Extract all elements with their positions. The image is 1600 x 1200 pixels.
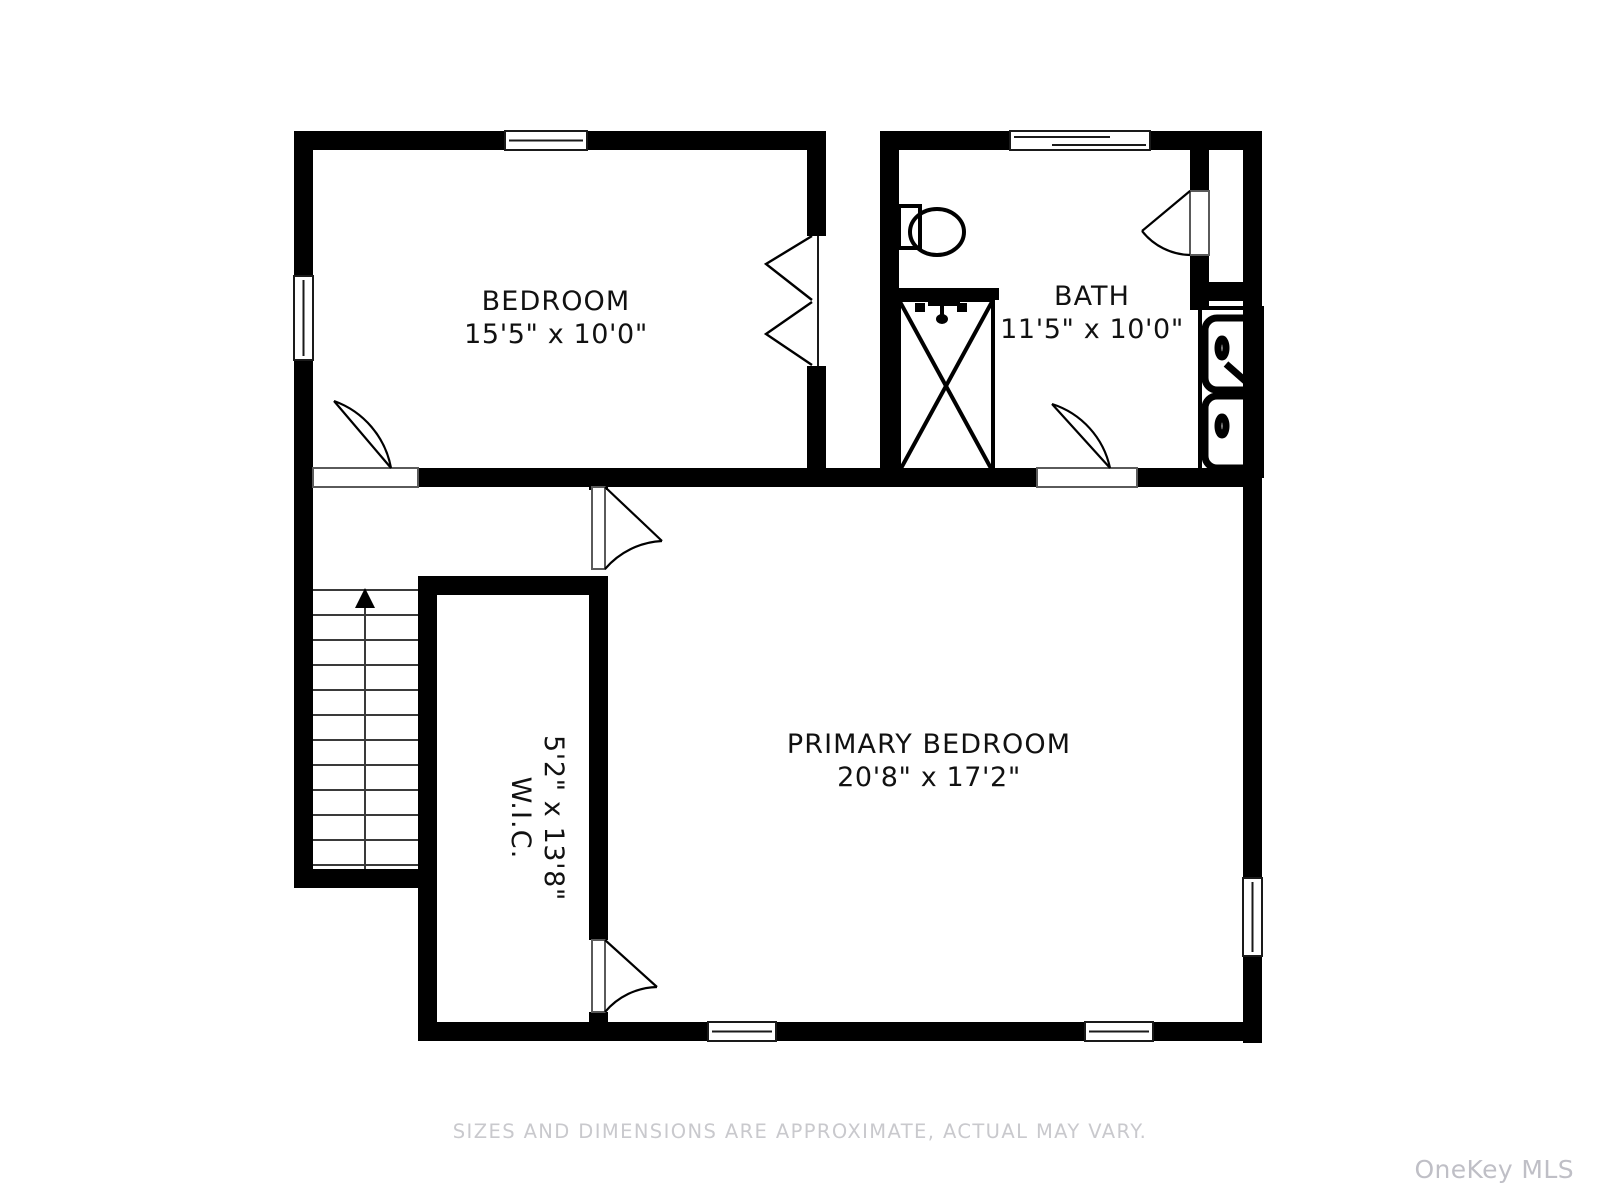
shower-fixture — [897, 288, 999, 474]
bath-name: BATH — [1054, 281, 1130, 312]
door-bedroom — [312, 399, 419, 488]
wic-name: W.I.C. — [505, 777, 536, 860]
disclaimer-text: SIZES AND DIMENSIONS ARE APPROXIMATE, AC… — [452, 1120, 1148, 1143]
room-label-bath: BATH 11'5" x 10'0" — [1000, 281, 1184, 345]
window-primary-east — [1242, 877, 1263, 957]
room-label-bedroom: BEDROOM 15'5" x 10'0" — [464, 286, 648, 350]
primary-bedroom-dimensions: 20'8" x 17'2" — [837, 762, 1021, 793]
bath-dimensions: 11'5" x 10'0" — [1000, 314, 1184, 345]
window-primary-south-right — [1084, 1021, 1154, 1042]
doors — [312, 190, 1210, 1013]
wic-dimensions: 5'2" x 13'8" — [538, 735, 569, 901]
windows — [293, 130, 1263, 1042]
walls — [294, 131, 1262, 1043]
room-label-primary-bedroom: PRIMARY BEDROOM 20'8" x 17'2" — [787, 729, 1071, 793]
bedroom-name: BEDROOM — [482, 286, 631, 317]
staircase — [313, 588, 418, 869]
room-label-wic: W.I.C. 5'2" x 13'8" — [505, 735, 569, 901]
window-primary-south-left — [707, 1021, 777, 1042]
window-bedroom-west — [293, 275, 314, 361]
window-bedroom-north — [504, 130, 588, 151]
primary-bedroom-name: PRIMARY BEDROOM — [787, 729, 1071, 760]
bath-fixtures — [897, 204, 1264, 478]
bedroom-dimensions: 15'5" x 10'0" — [464, 319, 648, 350]
door-primary-bedroom — [591, 486, 663, 570]
window-bath-north — [1009, 130, 1151, 151]
room-labels: BEDROOM 15'5" x 10'0" BATH 11'5" x 10'0"… — [464, 281, 1184, 901]
double-vanity-fixture — [1198, 306, 1264, 478]
door-bath — [1036, 402, 1138, 488]
door-linen-closet — [1141, 190, 1210, 257]
onekey-mls-watermark: OneKey MLS — [1414, 1155, 1574, 1184]
toilet-fixture — [897, 204, 966, 257]
door-bedroom-closet — [763, 234, 826, 366]
door-wic — [591, 939, 658, 1013]
